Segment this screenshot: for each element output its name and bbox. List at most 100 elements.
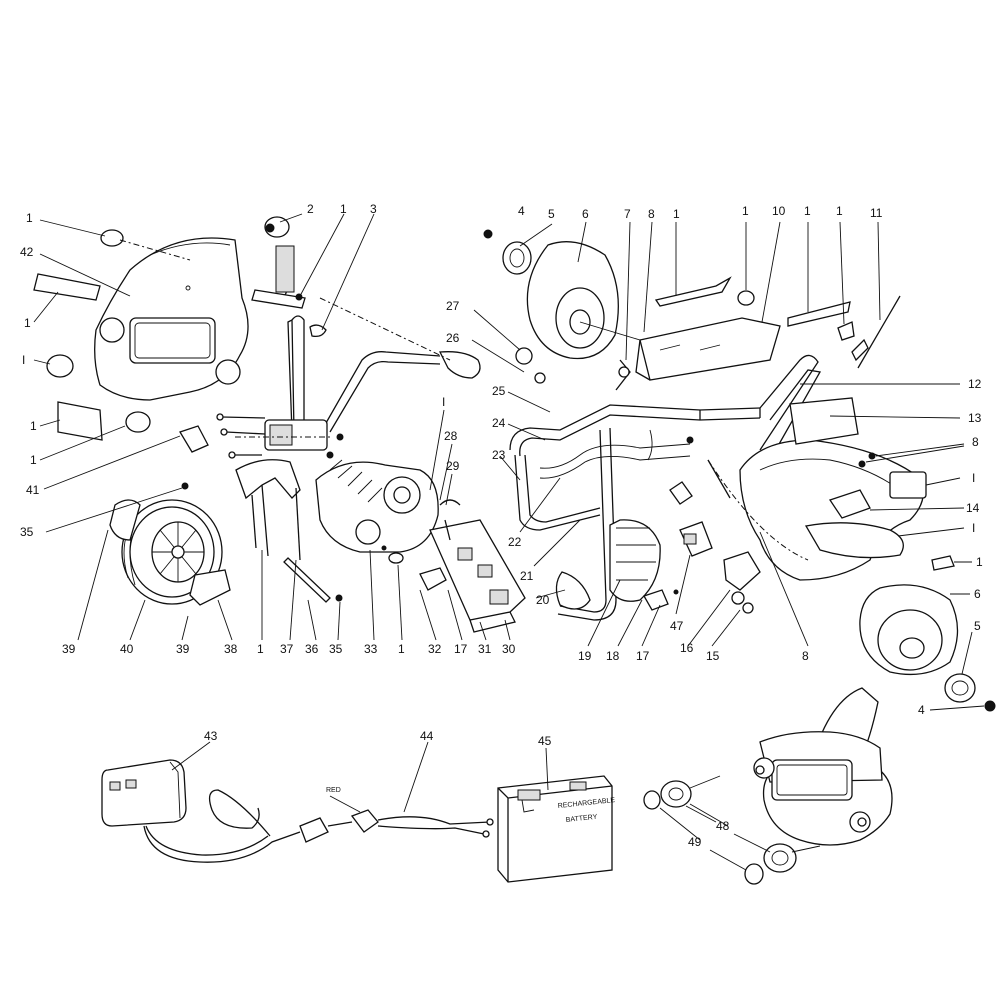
frame — [509, 347, 822, 621]
rear-fender — [739, 397, 955, 581]
callout-8: 8 — [802, 649, 809, 663]
callout-1: 1 — [30, 453, 37, 467]
callout-35: 35 — [20, 525, 34, 539]
callout-35: 35 — [329, 642, 343, 656]
callout-29: 29 — [446, 459, 460, 473]
callout-1: 1 — [26, 211, 33, 225]
lens-parts — [33, 229, 151, 441]
battery-label-line2: BATTERY — [565, 814, 598, 824]
callout-11: 11 — [870, 206, 883, 220]
front-fairing-rear-view — [753, 687, 893, 846]
callout-39: 39 — [62, 642, 76, 656]
callout-5: 5 — [548, 207, 555, 221]
callout-1: 1 — [257, 642, 264, 656]
callout-33: 33 — [364, 642, 378, 656]
leader-lines-right — [471, 221, 985, 711]
rear-wheel-top — [483, 229, 641, 360]
seat-panels — [635, 276, 901, 381]
callout-18: 18 — [606, 649, 620, 663]
front-fairing — [94, 237, 249, 401]
callout-4: 4 — [918, 703, 925, 717]
front-wheel — [109, 499, 343, 606]
handlebar-fork — [235, 315, 481, 561]
callout-1: 1 — [804, 204, 811, 218]
callout-39: 39 — [176, 642, 190, 656]
callout-15: 15 — [706, 649, 720, 663]
callout-36: 36 — [305, 642, 319, 656]
callout-43: 43 — [204, 729, 218, 743]
callout-1: I — [22, 353, 25, 367]
callout-1: I — [442, 395, 445, 409]
callout-26: 26 — [446, 331, 460, 345]
callout-1: 1 — [24, 316, 31, 330]
foot-pedal — [179, 425, 209, 453]
wire-harness — [329, 795, 494, 838]
callout-30: 30 — [502, 642, 516, 656]
callout-7: 7 — [624, 207, 631, 221]
callout-6: 6 — [582, 207, 589, 221]
callout-21: 21 — [520, 569, 534, 583]
callout-1: 1 — [30, 419, 37, 433]
callout-44: 44 — [420, 729, 434, 743]
charger — [101, 759, 353, 863]
callout-25: 25 — [492, 384, 506, 398]
callout-1: 1 — [673, 207, 680, 221]
callout-32: 32 — [428, 642, 442, 656]
callout-20: 20 — [536, 593, 550, 607]
callout-8: 8 — [648, 207, 655, 221]
rear-wheel-bottom — [859, 584, 996, 712]
handle-grip-end — [309, 324, 327, 338]
callout-1: 1 — [836, 204, 843, 218]
callout-31: 31 — [478, 642, 492, 656]
callout-27: 27 — [446, 299, 460, 313]
callout-47: 47 — [670, 619, 684, 633]
callout-37: 37 — [280, 642, 294, 656]
callout-5: 5 — [974, 619, 981, 633]
motor-and-wiring — [539, 429, 761, 614]
red-wire-label: RED — [326, 787, 341, 794]
callout-12: 12 — [968, 377, 982, 391]
callout-1: 1 — [742, 204, 749, 218]
callout-13: 13 — [968, 411, 982, 425]
callout-2: 2 — [307, 202, 314, 216]
leader-lines-bottom — [171, 741, 771, 871]
callout-4: 4 — [518, 204, 525, 218]
callout-42: 42 — [20, 245, 34, 259]
callout-3: 3 — [370, 202, 377, 216]
callout-1: I — [972, 521, 975, 535]
callout-38: 38 — [224, 642, 238, 656]
callout-49: 49 — [688, 835, 702, 849]
control-box — [419, 499, 526, 633]
callout-14: 14 — [966, 501, 980, 515]
callout-10: 10 — [772, 204, 786, 218]
callout-23: 23 — [492, 448, 506, 462]
callout-16: 16 — [680, 641, 694, 655]
callout-1: I — [972, 471, 975, 485]
callout-labels: 1 2 1 3 42 1 I 1 1 41 35 39 40 39 38 1 3… — [20, 202, 983, 849]
motor-gearbox — [315, 459, 439, 564]
callout-24: 24 — [492, 416, 506, 430]
horn-switch — [264, 216, 295, 297]
callout-8: 8 — [972, 435, 979, 449]
callout-1: 1 — [398, 642, 405, 656]
leader-lines-left — [33, 213, 511, 641]
callout-40: 40 — [120, 642, 134, 656]
callout-1: 1 — [976, 555, 983, 569]
decal-plate — [251, 289, 306, 309]
axle-pin — [283, 557, 331, 603]
headlight-kit — [643, 775, 821, 885]
callout-19: 19 — [578, 649, 592, 663]
bolts — [181, 413, 344, 490]
callout-6: 6 — [974, 587, 981, 601]
callout-41: 41 — [26, 483, 40, 497]
callout-45: 45 — [538, 734, 552, 748]
battery — [497, 775, 613, 883]
callout-48: 48 — [716, 819, 730, 833]
callout-17: 17 — [636, 649, 650, 663]
callout-22: 22 — [508, 535, 522, 549]
callout-1: 1 — [340, 202, 347, 216]
callout-28: 28 — [444, 429, 458, 443]
callout-17: 17 — [454, 642, 468, 656]
